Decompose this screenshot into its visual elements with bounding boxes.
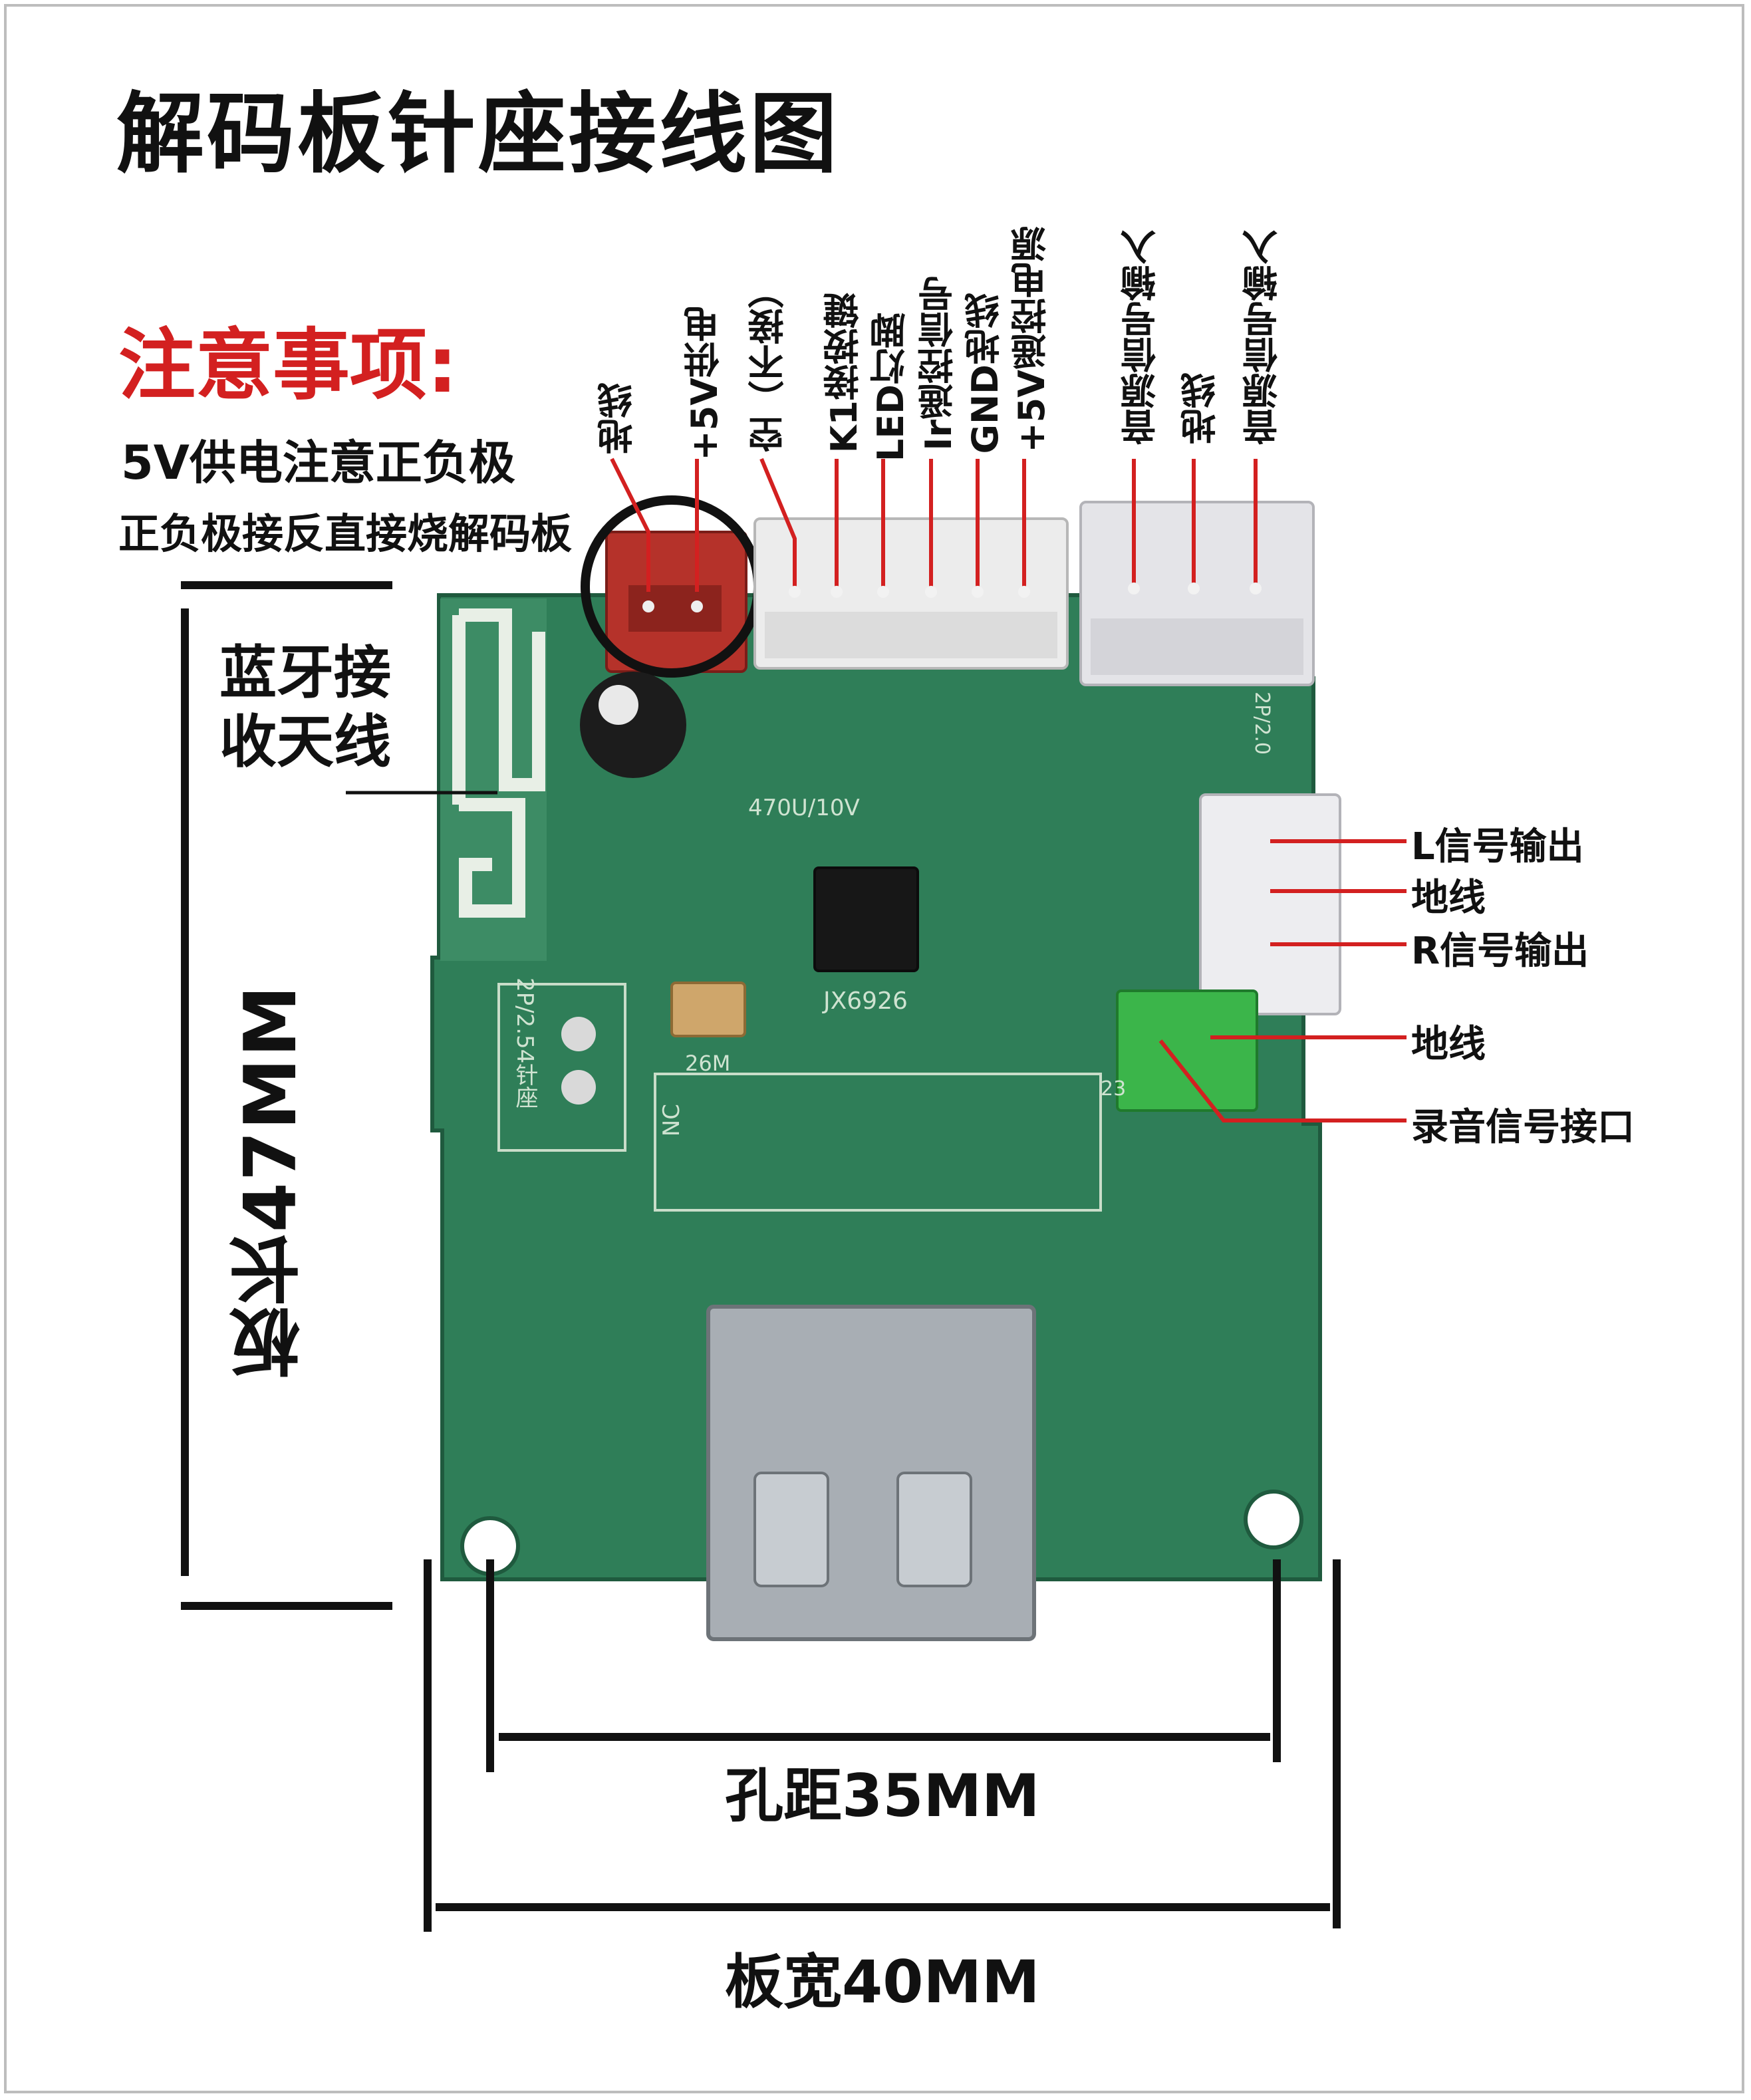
pin-label-l-out: L信号输出: [1411, 825, 1584, 868]
pin-label-rec-gnd: 地线: [1411, 1023, 1486, 1066]
capacitor: [580, 672, 686, 778]
left-header-marking: 2P/2.54针座: [511, 978, 538, 1109]
notes-heading: 注意事项:: [118, 321, 458, 410]
board-length-label: 板长47MM: [229, 984, 313, 1379]
page-title: 解码板针座接线图: [116, 83, 840, 186]
chip-marking: JX6926: [823, 987, 908, 1015]
pin-label-gnd: 地线: [597, 382, 639, 454]
pin-label-5v: +5V供电: [684, 306, 726, 461]
mounting-hole-right: [1244, 1490, 1303, 1549]
crystal-marking: 26M: [685, 1051, 731, 1076]
board-width-label: 板宽40MM: [725, 1948, 1040, 2016]
pin-label-k1: K1接按键: [823, 293, 865, 454]
main-chip: [813, 866, 919, 972]
crystal: [670, 982, 746, 1037]
pin-label-ir: Ir遥控信号: [918, 276, 960, 451]
record-connector: [1116, 989, 1258, 1112]
pin-header-row: [654, 1073, 1102, 1212]
antenna-label: 蓝牙接 收天线: [219, 638, 391, 777]
antenna-label-line-2: 收天线: [219, 709, 391, 775]
pin-label-led: LED灯脚: [870, 313, 912, 462]
notes-line-1: 5V供电注意正负极: [121, 436, 515, 490]
nc-marking: NC: [658, 1104, 685, 1137]
hole-pitch-label: 孔距35MM: [725, 1762, 1040, 1830]
antenna-label-line-1: 蓝牙接: [219, 640, 391, 706]
right-header-marking: 2P/2.0: [1250, 692, 1274, 755]
pin-label-gnd2: GND地线: [964, 293, 1006, 454]
pin-label-r-out: R信号输出: [1411, 930, 1589, 973]
row-end-marking: 23: [1101, 1077, 1127, 1101]
image-frame: [4, 4, 1744, 2093]
pin-label-out-gnd: 地线: [1411, 876, 1486, 920]
pin-label-audio-in-2: 音源信号输入: [1242, 229, 1284, 445]
pin-label-ir-power: +5V遥控电源: [1011, 226, 1053, 453]
pin-label-record: 录音信号接口: [1411, 1106, 1635, 1149]
pin-label-audio-gnd: 地线: [1180, 372, 1222, 444]
pin-label-audio-in-1: 音源信号输入: [1121, 229, 1162, 445]
output-connector: [1199, 793, 1341, 1015]
bluetooth-antenna-trace: [452, 608, 545, 918]
notes-line-2: 正负极接反直接烧解码板: [118, 509, 573, 558]
cap-marking: 470U/10V: [748, 795, 860, 821]
left-2p-header: [497, 983, 626, 1152]
pin-label-nc: 空（不接）: [748, 273, 790, 452]
